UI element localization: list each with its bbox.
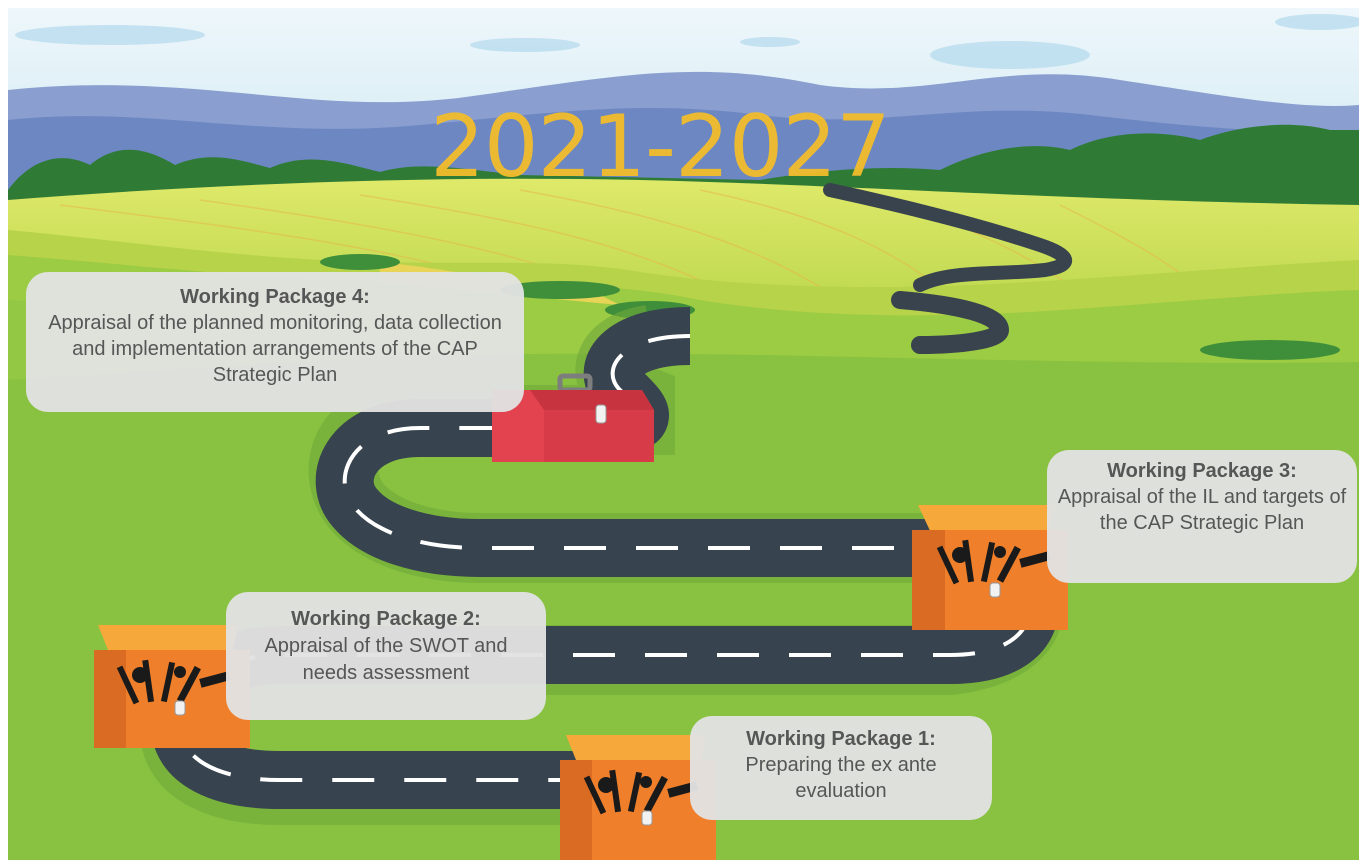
distant-road	[823, 183, 1073, 292]
package-1-card: Working Package 1: Preparing the ex ante…	[690, 716, 992, 820]
year-range-title: 2021-2027	[430, 97, 891, 197]
package-3-card: Working Package 3: Appraisal of the IL a…	[1047, 450, 1357, 583]
package-2-title: Working Package 2:	[291, 608, 481, 630]
package-4-card: Working Package 4: Appraisal of the plan…	[26, 272, 524, 412]
package-1-title: Working Package 1:	[746, 728, 936, 750]
final-toolbox	[492, 373, 654, 462]
package-3-description: Appraisal of the IL and targets of the C…	[1057, 486, 1347, 534]
package-4-description: Appraisal of the planned monitoring, dat…	[48, 312, 502, 386]
clouds	[15, 14, 1359, 69]
package-2-description: Appraisal of the SWOT and needs assessme…	[264, 635, 508, 684]
package-3-title: Working Package 3:	[1107, 460, 1297, 482]
toolbox-wp1	[560, 735, 716, 860]
toolbox-wp2	[94, 625, 250, 748]
toolbox-wp3	[912, 505, 1068, 630]
package-4-title: Working Package 4:	[180, 286, 370, 308]
package-1-description: Preparing the ex ante evaluation	[745, 754, 937, 802]
package-2-card: Working Package 2: Appraisal of the SWOT…	[226, 592, 546, 720]
